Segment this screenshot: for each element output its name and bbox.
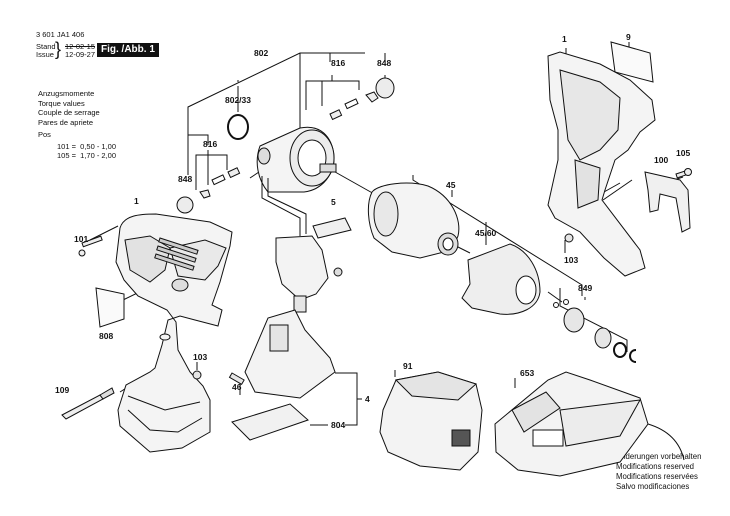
label-part-45-60: 45/60 [475, 228, 497, 238]
label-part-848-left: 848 [178, 174, 193, 184]
torque-legend: Anzugsmomente Torque values Couple de se… [38, 89, 116, 161]
part-802-33-oring [228, 115, 248, 139]
label-part-4: 4 [365, 394, 370, 404]
stand-label: Stand [36, 42, 56, 51]
label-part-849: 849 [578, 283, 593, 293]
issue-date: 12-09-27 [65, 50, 96, 59]
label-part-653: 653 [520, 368, 535, 378]
label-part-46: 46 [232, 382, 242, 392]
label-part-101: 101 [74, 234, 89, 244]
part-100-belt-clip [645, 172, 690, 232]
torque-range: 0,50 - 1,00 [80, 141, 117, 151]
label-part-1-left: 1 [134, 196, 139, 206]
part-816-brush-set-left [200, 168, 240, 198]
torque-row: 105 = 1,70 - 2,00 [38, 151, 116, 161]
part-105-screw [676, 169, 692, 178]
label-part-105: 105 [676, 148, 691, 158]
label-part-1-right: 1 [562, 34, 567, 44]
modifications-notice: Änderungen vorbehalten Modifications res… [616, 452, 701, 492]
issue-label: Issue [36, 50, 54, 59]
label-part-45: 45 [446, 180, 456, 190]
mods-line-es: Salvo modificaciones [616, 482, 690, 491]
part-849-hardware-set [554, 300, 637, 363]
part-808-label-card [96, 288, 124, 327]
legend-line-en: Torque values [38, 98, 85, 108]
part-804-contact-plate [232, 404, 308, 440]
torque-range: 1,70 - 2,00 [80, 151, 117, 160]
label-part-9: 9 [626, 32, 631, 42]
label-part-802-33: 802/33 [225, 95, 251, 105]
part-1-housing-left [116, 214, 232, 452]
part-101-screw [79, 236, 102, 256]
part-91-battery [380, 372, 482, 470]
part-653-charger [495, 372, 684, 476]
part-45-gear-housing [368, 183, 458, 258]
label-part-103-right: 103 [564, 255, 579, 265]
part-109-bit [62, 388, 114, 419]
figure-badge: Fig. /Abb. 1 [97, 43, 159, 57]
legend-line-es: Pares de apriete [38, 117, 94, 127]
torque-row: 101 = 0,50 - 1,00 [38, 142, 116, 152]
label-part-816-left: 816 [203, 139, 218, 149]
part-45-60-front-cover [462, 244, 540, 314]
label-part-91: 91 [403, 361, 413, 371]
part-816-brush-set-top [330, 92, 378, 119]
label-part-109: 109 [55, 385, 70, 395]
label-part-5: 5 [331, 197, 336, 207]
mods-line-de: Änderungen vorbehalten [616, 452, 702, 461]
legend-pos-label: Pos [38, 130, 51, 139]
torque-pos: 101 = [57, 141, 76, 151]
mods-line-en: Modifications reserved [616, 462, 695, 471]
part-848-cap-top [376, 78, 394, 98]
part-1-housing-right [548, 52, 655, 276]
brace-glyph: } [55, 39, 62, 59]
mods-line-fr: Modifications reservées [616, 472, 698, 481]
part-46-spring [230, 373, 245, 384]
label-part-808: 808 [99, 331, 114, 341]
switch-assembly [276, 236, 342, 312]
part-848-cap-left [177, 197, 193, 213]
label-part-103-left: 103 [193, 352, 208, 362]
torque-pos: 105 = [57, 151, 76, 160]
part-number: 3 601 JA1 406 [36, 30, 85, 39]
legend-line-de: Anzugsmomente [38, 89, 95, 98]
part-5-pad [313, 218, 351, 238]
label-part-100: 100 [654, 155, 669, 165]
label-part-848-top: 848 [377, 58, 392, 68]
part-802-motor [257, 127, 336, 236]
part-9-label-card [611, 42, 653, 82]
legend-line-fr: Couple de serrage [38, 108, 100, 117]
label-part-804: 804 [331, 420, 346, 430]
stand-date: 12-02-15 [65, 42, 96, 51]
part-103-nut-right [565, 234, 573, 242]
label-part-802: 802 [254, 48, 269, 58]
leader-816-left [188, 107, 208, 145]
part-4-battery-mount [245, 310, 335, 398]
part-103-nut-left [193, 371, 201, 379]
label-part-816-top: 816 [331, 58, 346, 68]
